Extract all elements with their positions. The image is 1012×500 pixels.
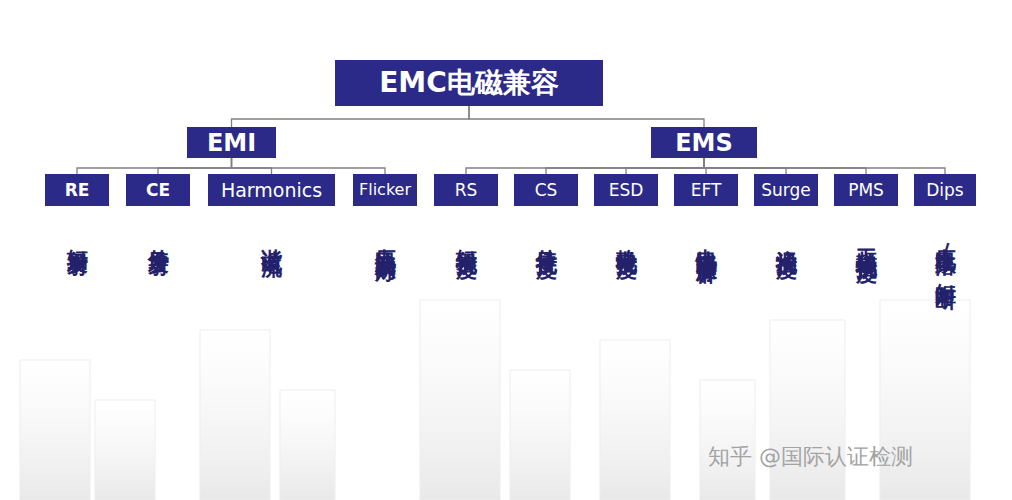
tree-connector	[77, 158, 232, 174]
test-item-box: CS传导抗扰度	[514, 174, 578, 206]
node-title: Dips	[926, 182, 963, 199]
tree-connector	[466, 158, 704, 174]
node-title: Flicker	[359, 182, 411, 198]
test-item-box: PMS工频磁场抗扰度	[834, 174, 898, 206]
tree-connector	[158, 158, 232, 174]
node-description: 辐射抗扰度	[456, 232, 477, 242]
node-title: RS	[455, 182, 478, 199]
node-description: 工频磁场抗扰度	[856, 232, 877, 246]
node-title: Surge	[761, 182, 811, 199]
test-item-box: Surge浪涌抗扰度	[754, 174, 818, 206]
watermark: 知乎 @国际认证检测	[708, 442, 913, 472]
tree-connector	[704, 158, 786, 174]
root-box: EMC电磁兼容	[335, 60, 603, 106]
category-box: EMS	[651, 127, 757, 158]
node-title: CS	[535, 182, 558, 199]
tree-connector	[704, 158, 945, 174]
node-title: PMS	[848, 182, 884, 199]
node-description: 传导发射	[148, 232, 169, 240]
tree-connector	[232, 158, 272, 174]
test-item-box: Flicker电压波动及闪烁	[353, 174, 417, 206]
tree-connector	[232, 158, 386, 174]
tree-connector	[626, 158, 704, 174]
node-title: Harmonics	[221, 181, 322, 200]
node-description: 静电抗扰度	[616, 232, 637, 242]
test-item-box: Harmonics谐波电流	[208, 174, 335, 206]
node-description: 谐波电流	[261, 232, 282, 240]
node-title: EMI	[207, 131, 256, 155]
node-title: CE	[146, 182, 170, 199]
category-box: EMI	[187, 127, 276, 158]
node-description: 电压跌落/短时中断	[935, 232, 956, 274]
tree-connector	[469, 106, 704, 127]
test-item-box: Dips电压跌落/短时中断	[914, 174, 976, 206]
node-title: ESD	[609, 182, 644, 199]
test-item-box: EFT电快速瞬变脉冲群	[674, 174, 738, 206]
node-description: 电压波动及闪烁	[375, 232, 396, 246]
node-description: 辐射发射	[67, 232, 88, 240]
node-title: EMC电磁兼容	[379, 69, 559, 97]
node-description: 浪涌抗扰度	[776, 232, 797, 242]
test-item-box: RS辐射抗扰度	[434, 174, 498, 206]
test-item-box: ESD静电抗扰度	[594, 174, 658, 206]
test-item-box: CE传导发射	[126, 174, 190, 206]
tree-connector	[704, 158, 866, 174]
node-description: 电快速瞬变脉冲群	[696, 232, 717, 248]
node-title: EMS	[675, 131, 733, 155]
test-item-box: RE辐射发射	[45, 174, 109, 206]
node-description: 传导抗扰度	[536, 232, 557, 242]
tree-connector	[232, 106, 470, 127]
node-title: EFT	[691, 182, 722, 199]
tree-connector	[546, 158, 704, 174]
node-title: RE	[65, 182, 90, 199]
